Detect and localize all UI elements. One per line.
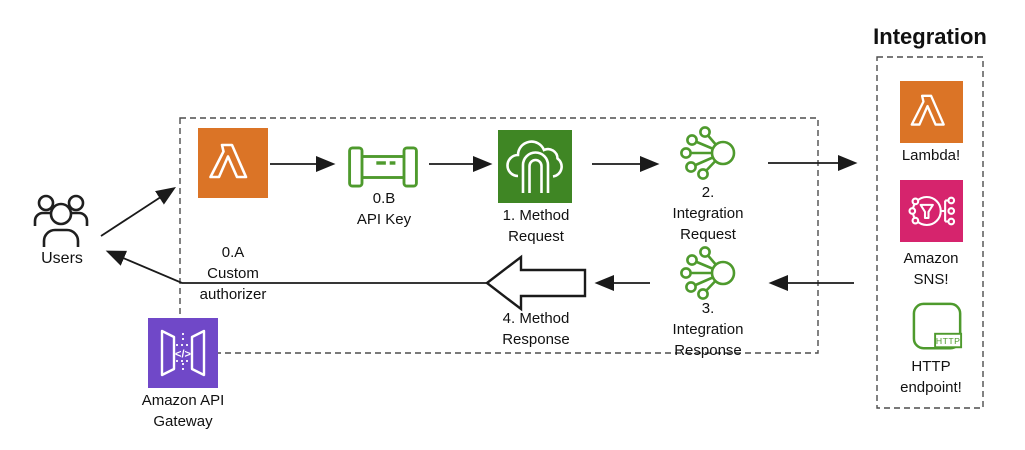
integration-dashed-box [876,56,984,409]
lambda-icon [209,143,248,179]
amazon-sns-node [900,180,963,242]
sns-icon [907,195,955,227]
http-endpoint-icon: HTTP [912,302,963,350]
custom-authorizer-label: 0.A Custom authorizer [199,244,267,303]
api-gateway-icon: </> [160,329,206,377]
integration-request-node [678,126,740,182]
users-node [28,193,94,249]
users-label: Users [41,250,83,267]
http-endpoint-node: HTTP [911,302,965,354]
svg-text:</>: </> [175,349,191,361]
amazon-sns-label: Amazon SNS! [903,250,959,288]
amazon-api-gateway-node: </> [148,318,218,388]
api-gateway-cloud-icon [506,140,563,193]
integration-heading: Integration [873,24,987,49]
lambda-icon [910,94,945,126]
api-key-node [347,146,419,188]
method-response-block-arrow-icon [485,254,587,312]
method-request-label: 1. Method Request [502,207,570,245]
http-endpoint-label: HTTP endpoint! [900,358,962,396]
users-icon [33,194,89,247]
amazon-api-gateway-label: Amazon API Gateway [141,392,225,430]
lambda-label: Lambda! [901,147,961,164]
http-icon-text: HTTP [936,336,961,346]
fan-out-icon [680,246,736,300]
api-key-label: 0.B API Key [356,190,412,228]
method-response-label: 4. Method Response [502,310,570,348]
fan-out-icon [680,126,736,180]
integration-response-label: 3. Integration Response [672,300,744,359]
integration-response-node [678,246,740,302]
method-request-node [498,130,572,203]
arrow-method-response-to-users [105,250,487,284]
custom-authorizer-node [198,128,268,198]
api-key-icon [348,146,418,188]
arrow-users-to-authorizer [100,187,177,237]
main-flow-dashed-box [179,117,819,354]
lambda-node [900,81,963,143]
integration-request-label: 2. Integration Request [672,184,744,243]
